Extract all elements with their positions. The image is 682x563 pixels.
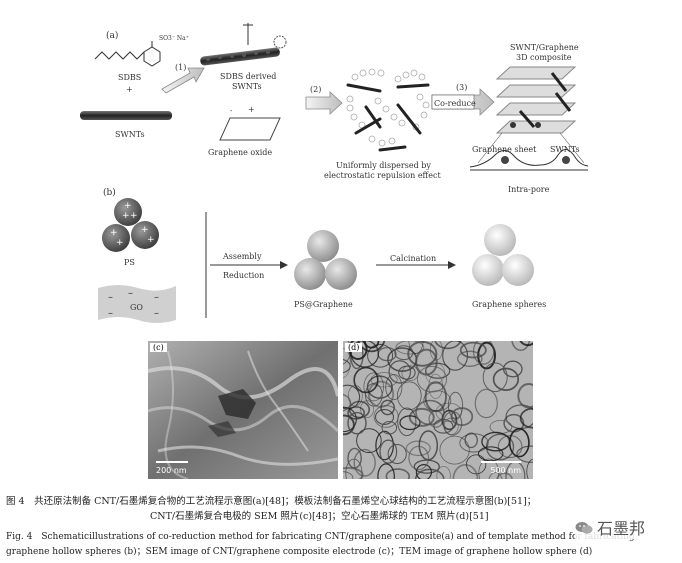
step3-label: (3) — [456, 83, 468, 92]
graphene-spheres-label: Graphene spheres — [472, 300, 547, 309]
watermark-text: 石墨邦 — [597, 519, 646, 538]
swnt-tube — [80, 111, 172, 120]
svg-text:+: + — [122, 211, 130, 221]
svg-text:–: – — [154, 292, 159, 303]
svg-text:+: + — [248, 105, 255, 114]
dispersed-label-1: Uniformly dispersed by — [336, 161, 431, 170]
sdbs-derived-swnt — [200, 23, 287, 66]
arrow-step2 — [305, 91, 343, 115]
svg-text:–: – — [154, 308, 159, 319]
graphene-sheet-label: Graphene sheet — [472, 145, 537, 154]
graphene-spheres — [472, 224, 534, 286]
composite-3d — [495, 66, 577, 134]
tem-scale-label: 500 nm — [490, 466, 521, 475]
ps-spheres: +++ ++ ++ — [102, 198, 159, 252]
panel-b: +++ ++ ++ ––– –– — [98, 188, 568, 333]
caption-en-line1: Fig. 4 Schematicillustrations of co-redu… — [6, 532, 635, 542]
ps-graphene-label: PS@Graphene — [294, 300, 353, 309]
svg-text:+: + — [147, 235, 155, 245]
calcination-arrow — [376, 261, 456, 269]
step1-label: (1) — [175, 63, 187, 72]
panel-b-label: (b) — [103, 188, 116, 198]
svg-text:+: + — [110, 228, 118, 238]
step2-label: (2) — [310, 85, 322, 94]
arrow-step1 — [161, 67, 205, 94]
go-sheets: – – – – – — [98, 285, 176, 323]
sdbs-derived-swnts-label: SWNTs — [232, 82, 262, 91]
sdbs-label: SDBS — [118, 73, 142, 82]
panel-c-label: (c) — [150, 343, 167, 352]
composite-title-1: SWNT/Graphene — [510, 43, 579, 52]
ps-graphene-spheres — [294, 230, 357, 290]
watermark: 石墨邦 — [575, 515, 677, 539]
reduction-label: Reduction — [223, 271, 265, 280]
svg-text:+: + — [130, 211, 138, 221]
tem-texture — [343, 341, 533, 479]
svg-text:-: - — [230, 107, 233, 115]
composite-title-2: 3D composite — [516, 53, 572, 62]
caption-en-line2: graphene hollow spheres (b)；SEM image of… — [6, 547, 593, 557]
caption-cn-line2: CNT/石墨烯复合电极的 SEM 照片(c)[48]；空心石墨烯球的 TEM 照… — [150, 511, 489, 522]
dispersed-cluster — [346, 68, 430, 147]
swnts-label-composite: SWNTs — [550, 145, 580, 154]
svg-text:–: – — [108, 292, 113, 303]
swnts-label: SWNTs — [115, 130, 145, 139]
panel-a: -+ — [80, 15, 590, 195]
wechat-icon — [575, 520, 593, 534]
svg-text:–: – — [108, 308, 113, 319]
assembly-arrow — [210, 261, 288, 269]
panel-a-label: (a) — [106, 31, 119, 41]
plus-sign: + — [126, 85, 133, 94]
panel-d-label: (d) — [345, 343, 363, 352]
sdbs-derived-label: SDBS derived — [220, 72, 277, 81]
co-reduce-label: Co-reduce — [434, 99, 476, 108]
so3-label: SO3⁻ Na⁺ — [159, 35, 189, 42]
ps-label: PS — [124, 258, 135, 267]
tem-image: (d) 500 nm — [343, 341, 533, 479]
tem-scale-bar — [481, 461, 521, 463]
sem-scale-bar — [156, 461, 188, 463]
calcination-label: Calcination — [390, 254, 437, 263]
svg-text:+: + — [116, 238, 124, 248]
dispersed-tubes — [346, 83, 430, 152]
assembly-label: Assembly — [223, 252, 262, 261]
graphene-oxide-label: Graphene oxide — [208, 148, 273, 157]
sdbs-molecule — [94, 51, 145, 60]
go-label: GO — [130, 303, 143, 312]
caption-cn-line1: 图 4 共还原法制备 CNT/石墨烯复合物的工艺流程示意图(a)[48]；模板法… — [6, 496, 537, 507]
svg-text:+: + — [141, 225, 149, 235]
panel-b-drawing: +++ ++ ++ ––– –– — [98, 198, 534, 323]
sem-scale-label: 200 nm — [156, 466, 187, 475]
sem-image: (c) 200 nm — [148, 341, 338, 479]
graphene-oxide-sheet — [219, 117, 281, 141]
svg-text:+: + — [124, 201, 132, 211]
svg-text:–: – — [128, 288, 133, 299]
intra-pore-label: Intra-pore — [508, 185, 550, 194]
panel-a-drawing: -+ — [80, 23, 589, 171]
graphene-sheet-wave — [469, 149, 589, 168]
dispersed-label-2: electrostatic repulsion effect — [324, 171, 441, 180]
